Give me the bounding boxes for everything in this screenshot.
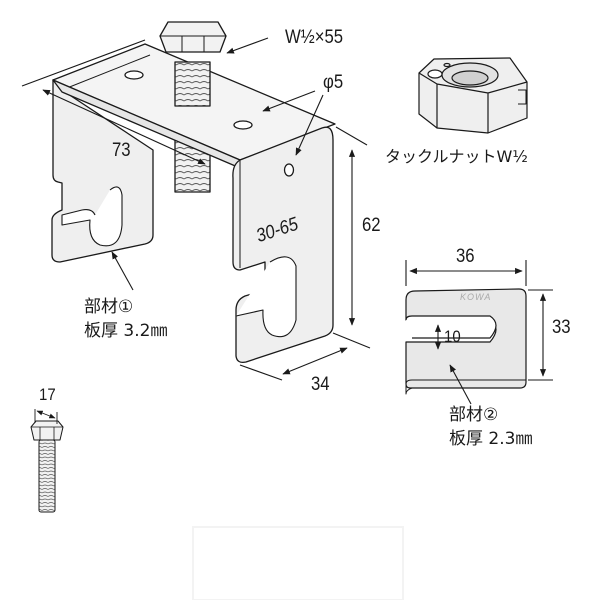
nut-label: タックルナットW½ bbox=[385, 147, 528, 166]
faint-frame bbox=[192, 526, 404, 600]
bolt-shank-upper bbox=[174, 61, 211, 107]
plate-stamp: KOWA bbox=[460, 292, 492, 302]
plate-part2 bbox=[405, 288, 527, 395]
width-dim-label: 73 bbox=[112, 140, 131, 161]
phi5-leader-2 bbox=[295, 94, 324, 156]
bolt-spec-label: W½×55 bbox=[285, 27, 344, 48]
part2-thickness: 板厚 2.3㎜ bbox=[449, 429, 533, 449]
part1-leader bbox=[111, 251, 134, 291]
part1-thickness: 板厚 3.2㎜ bbox=[84, 321, 168, 341]
dim-73-line bbox=[42, 89, 206, 165]
part2-name: 部材② bbox=[449, 405, 499, 425]
small-bolt-dim: 17 bbox=[39, 385, 56, 404]
dim-17-line bbox=[36, 410, 56, 419]
hole-diameter-label: φ5 bbox=[323, 72, 344, 93]
depth-dim-label: 34 bbox=[311, 374, 330, 395]
height-dim-label: 62 bbox=[362, 215, 381, 236]
plate-height-dim: 33 bbox=[552, 317, 571, 338]
dim-34-line bbox=[282, 347, 348, 375]
slot-width-dim: 10 bbox=[444, 327, 461, 346]
top-hole-1 bbox=[124, 70, 144, 80]
tackle-nut bbox=[418, 57, 528, 134]
side-hole-phi5 bbox=[283, 163, 295, 177]
bolt-leader bbox=[226, 37, 269, 54]
part1-name: 部材① bbox=[84, 297, 134, 317]
part2-leader bbox=[449, 364, 472, 405]
phi5-leader-1 bbox=[262, 90, 316, 112]
bolt-head bbox=[159, 21, 227, 53]
plate-dimensions bbox=[405, 260, 553, 405]
plate-width-dim: 36 bbox=[456, 246, 475, 267]
bracket-dimensions bbox=[21, 37, 371, 381]
small-bolt bbox=[30, 409, 64, 513]
top-hole-2 bbox=[233, 120, 253, 130]
